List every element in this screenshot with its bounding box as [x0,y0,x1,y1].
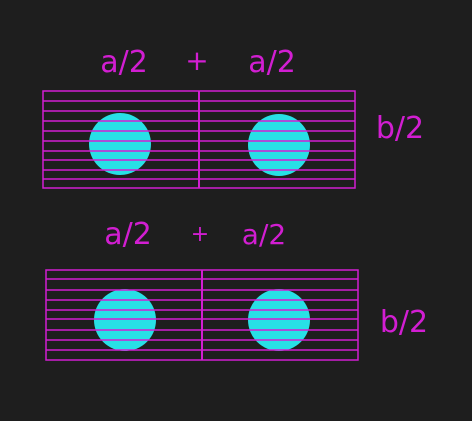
bottom-right-cell [248,289,310,351]
top-plus-sign: + [185,44,208,77]
top-label-right: a/2 [248,45,296,80]
bottom-plus-sign: + [191,222,209,247]
top-block: a/2 + a/2 b/2 [42,44,424,189]
bottom-right-circle [248,289,310,351]
bottom-left-circle [94,289,156,351]
top-side-label: b/2 [376,111,424,146]
bottom-label-right: a/2 [242,218,286,251]
bottom-side-label: b/2 [380,305,428,340]
top-right-cell [248,114,310,176]
top-left-circle [89,113,151,175]
bottom-label-left: a/2 [104,217,152,252]
top-left-cell [89,113,151,175]
top-right-circle [248,114,310,176]
bottom-left-cell [94,289,156,351]
top-label-left: a/2 [100,45,148,80]
bottom-block: a/2 + a/2 b/2 [45,217,428,361]
